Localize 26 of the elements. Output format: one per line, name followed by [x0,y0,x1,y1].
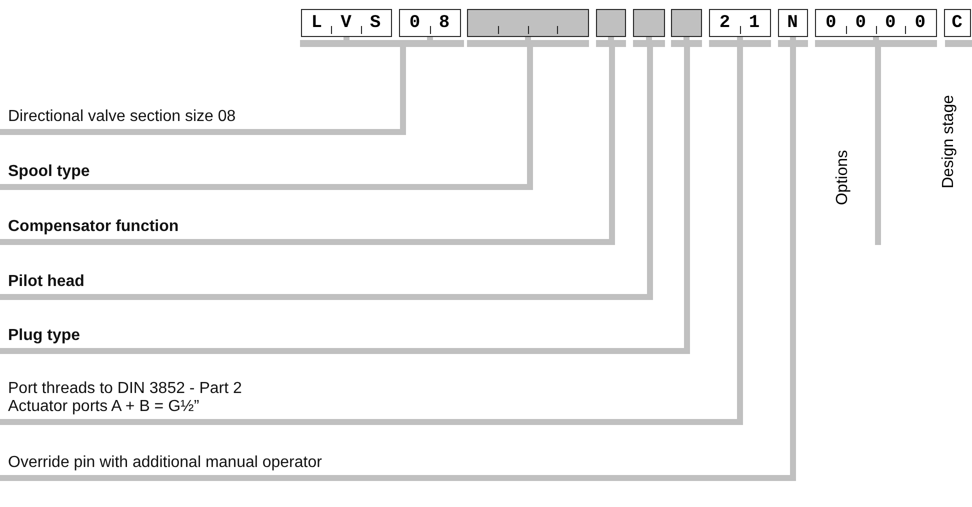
shaded-code-box [633,9,665,37]
leader-line [0,37,743,425]
rotated-label: Design stage [940,95,958,188]
code-box: 08 [399,9,461,37]
description-text: Override pin with additional manual operator [0,450,322,478]
description-text: Spool type [0,159,90,187]
code-box: LVS [301,9,392,37]
code-box: C [944,9,971,37]
leader-line [873,37,881,245]
leader-line [0,36,615,245]
shaded-code-box [467,9,589,37]
shaded-code-box [671,9,702,37]
description-text: Plug type [0,323,80,351]
description-text: Pilot head [0,269,84,297]
description-text: Port threads to DIN 3852 - Part 2 Actuator ports A + B = G½” [0,376,242,422]
leader-line [0,36,690,354]
code-box: N [778,9,808,37]
leader-line [0,36,653,300]
description-text: Directional valve section size 08 [0,104,236,132]
description-text: Options [834,150,852,206]
code-box: 0000 [815,9,937,37]
shaded-code-box [596,9,626,37]
code-box: 21 [709,9,771,37]
description-text: Compensator function [0,214,179,242]
leader-line [0,36,533,190]
leader-line [0,37,796,481]
